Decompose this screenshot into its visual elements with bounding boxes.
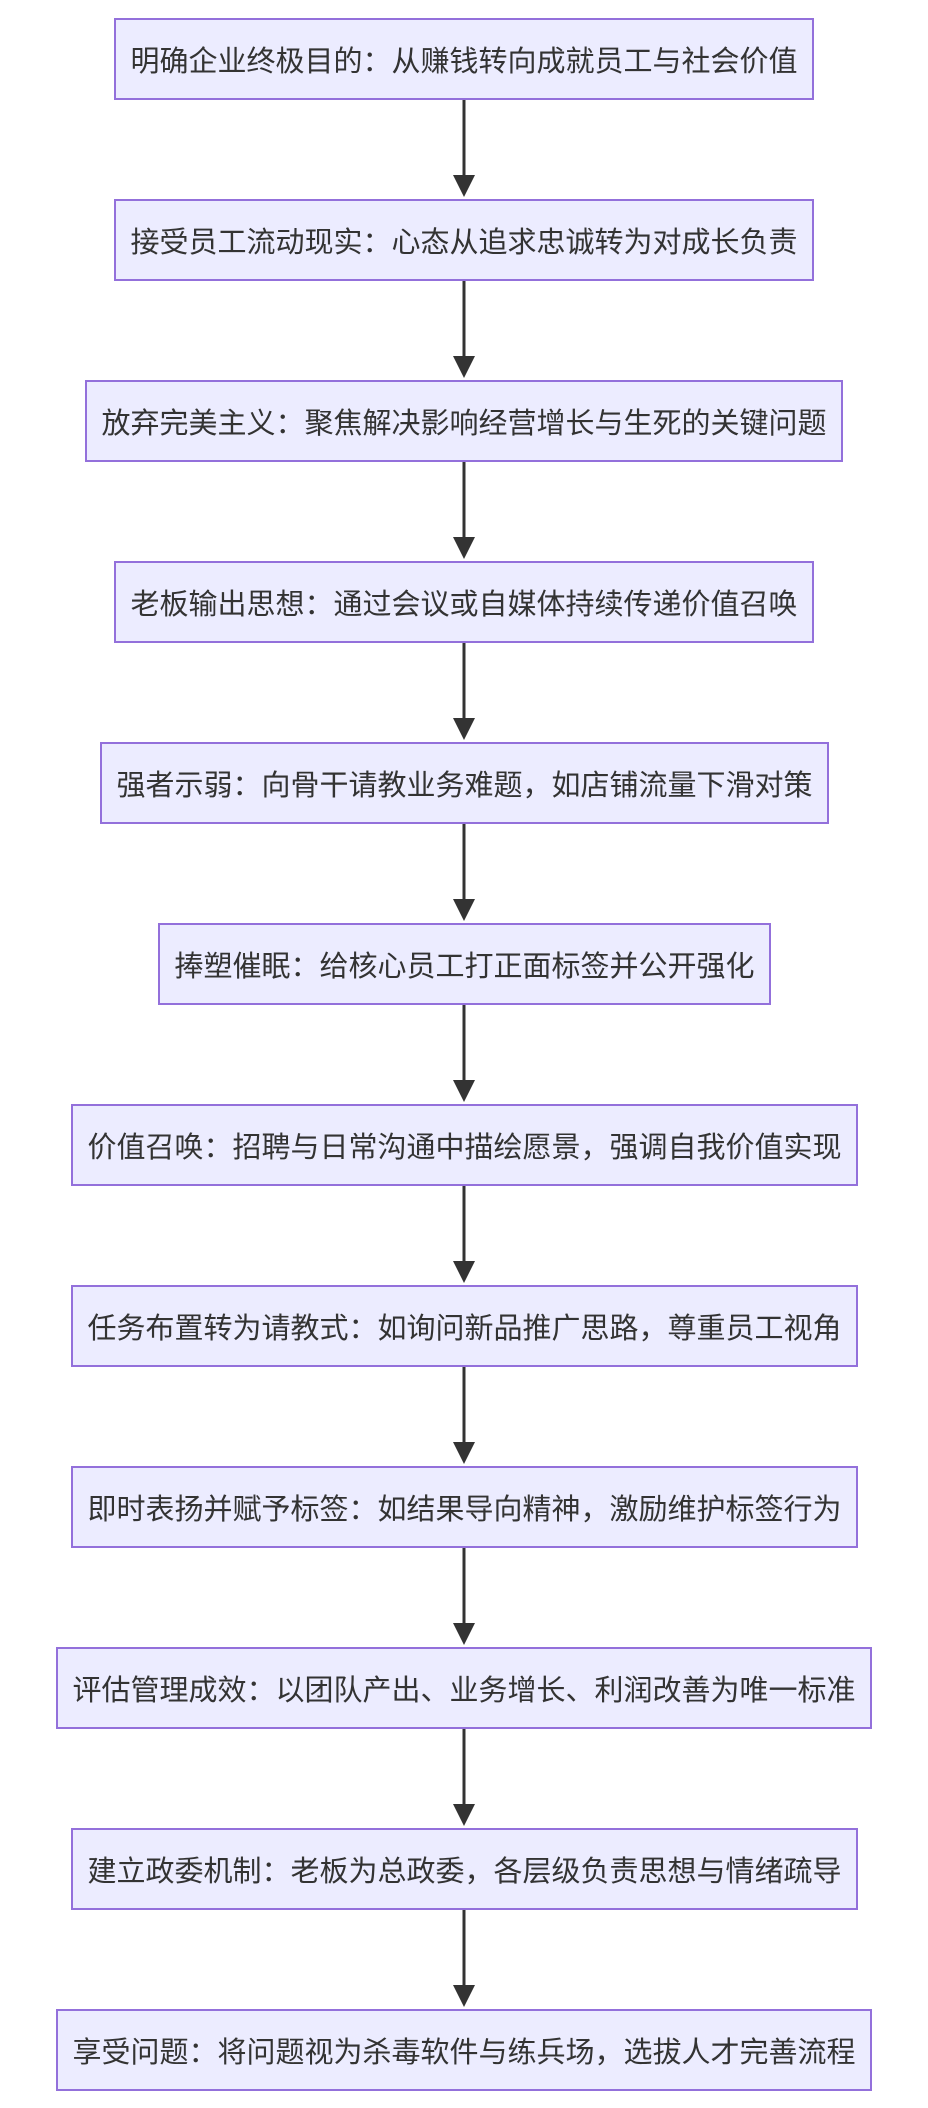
flow-node-12-label: 享受问题：将问题视为杀毒软件与练兵场，选拔人才完善流程 bbox=[72, 2035, 856, 2069]
flow-node-12: 享受问题：将问题视为杀毒软件与练兵场，选拔人才完善流程 bbox=[56, 2009, 872, 2091]
flow-edge-8-arrowhead bbox=[453, 1442, 475, 1464]
flow-node-6-label: 捧塑催眠：给核心员工打正面标签并公开强化 bbox=[174, 949, 755, 983]
flow-node-7-label: 价值召唤：招聘与日常沟通中描绘愿景，强调自我价值实现 bbox=[87, 1130, 842, 1164]
flow-node-4-label: 老板输出思想：通过会议或自媒体持续传递价值召唤 bbox=[130, 587, 798, 621]
flow-node-9-label: 即时表扬并赋予标签：如结果导向精神，激励维护标签行为 bbox=[87, 1492, 842, 1526]
flow-node-5: 强者示弱：向骨干请教业务难题，如店铺流量下滑对策 bbox=[100, 742, 829, 824]
flow-node-4: 老板输出思想：通过会议或自媒体持续传递价值召唤 bbox=[114, 561, 814, 643]
flow-node-8: 任务布置转为请教式：如询问新品推广思路，尊重员工视角 bbox=[71, 1285, 858, 1367]
flow-node-10-label: 评估管理成效：以团队产出、业务增长、利润改善为唯一标准 bbox=[72, 1673, 856, 1707]
flow-node-9: 即时表扬并赋予标签：如结果导向精神，激励维护标签行为 bbox=[71, 1466, 858, 1548]
flow-node-11-label: 建立政委机制：老板为总政委，各层级负责思想与情绪疏导 bbox=[87, 1854, 842, 1888]
flow-node-3-label: 放弃完美主义：聚焦解决影响经营增长与生死的关键问题 bbox=[101, 406, 827, 440]
flow-node-11: 建立政委机制：老板为总政委，各层级负责思想与情绪疏导 bbox=[71, 1828, 858, 1910]
flow-node-7: 价值召唤：招聘与日常沟通中描绘愿景，强调自我价值实现 bbox=[71, 1104, 858, 1186]
flow-node-10: 评估管理成效：以团队产出、业务增长、利润改善为唯一标准 bbox=[56, 1647, 872, 1729]
flow-edge-4-arrowhead bbox=[453, 718, 475, 740]
flow-node-1-label: 明确企业终极目的：从赚钱转向成就员工与社会价值 bbox=[130, 44, 798, 78]
flow-edge-7-arrowhead bbox=[453, 1261, 475, 1283]
flow-node-1: 明确企业终极目的：从赚钱转向成就员工与社会价值 bbox=[114, 18, 814, 100]
flow-node-2-label: 接受员工流动现实：心态从追求忠诚转为对成长负责 bbox=[130, 225, 798, 259]
flow-node-8-label: 任务布置转为请教式：如询问新品推广思路，尊重员工视角 bbox=[87, 1311, 842, 1345]
flow-edge-5-arrowhead bbox=[453, 899, 475, 921]
flow-edge-3-arrowhead bbox=[453, 537, 475, 559]
flow-node-5-label: 强者示弱：向骨干请教业务难题，如店铺流量下滑对策 bbox=[116, 768, 813, 802]
flow-edge-6-arrowhead bbox=[453, 1080, 475, 1102]
flow-node-6: 捧塑催眠：给核心员工打正面标签并公开强化 bbox=[158, 923, 771, 1005]
flow-edge-10-arrowhead bbox=[453, 1804, 475, 1826]
flow-edge-1-arrowhead bbox=[453, 175, 475, 197]
flow-node-3: 放弃完美主义：聚焦解决影响经营增长与生死的关键问题 bbox=[85, 380, 843, 462]
flow-edge-9-arrowhead bbox=[453, 1623, 475, 1645]
flow-edge-11-arrowhead bbox=[453, 1985, 475, 2007]
flow-edge-2-arrowhead bbox=[453, 356, 475, 378]
flow-node-2: 接受员工流动现实：心态从追求忠诚转为对成长负责 bbox=[114, 199, 814, 281]
